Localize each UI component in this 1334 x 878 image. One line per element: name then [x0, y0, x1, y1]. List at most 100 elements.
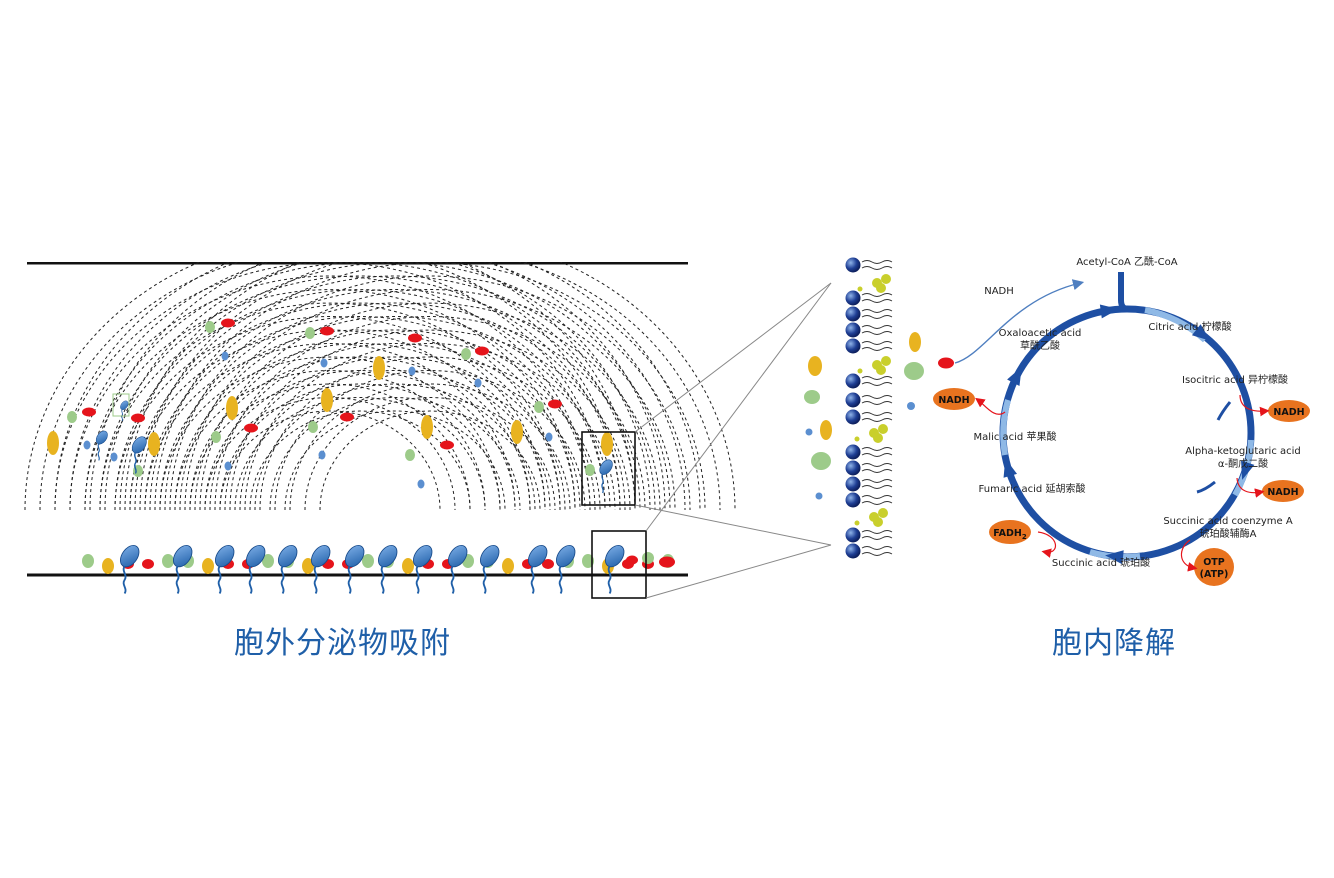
red-particle	[408, 333, 422, 343]
green-particle	[642, 552, 654, 564]
lipid-tail	[861, 546, 893, 550]
flow-arc	[199, 302, 661, 511]
lipid-tail	[861, 395, 893, 399]
flow-arc	[174, 370, 486, 511]
arrow-icon	[1003, 458, 1018, 478]
branch-tick	[1216, 401, 1232, 421]
particle-icon	[878, 508, 888, 518]
membrane-lipid-icon	[845, 392, 861, 408]
lipid-tail	[861, 341, 893, 345]
blue-particle	[224, 461, 232, 471]
particle-icon	[857, 286, 863, 292]
flow-arc	[129, 302, 591, 511]
flow-arc	[84, 262, 636, 511]
flow-arc	[99, 275, 621, 511]
particle-icon	[873, 517, 883, 527]
product-arrow	[975, 397, 1006, 415]
red-particle	[938, 357, 954, 369]
flow-arc	[99, 302, 561, 511]
cycle-step-succoa: Succinic acid coenzyme A	[1163, 516, 1293, 527]
lipid-tail	[861, 501, 893, 505]
lipid-tail	[861, 299, 893, 303]
flow-arc	[149, 289, 641, 511]
flow-arc	[184, 289, 676, 511]
flow-arc	[224, 356, 566, 511]
flow-arc	[139, 248, 721, 511]
blue-particle	[805, 428, 813, 436]
red-particle	[659, 556, 675, 568]
yellow-particle	[421, 415, 433, 439]
biofilm-layer	[82, 540, 675, 595]
acetyl-coa-label: Acetyl-CoA 乙酰-CoA	[1076, 255, 1177, 268]
flow-arc	[144, 343, 516, 511]
flow-arc	[204, 370, 516, 511]
membrane-closeup	[804, 257, 924, 559]
arrow-icon	[1099, 304, 1119, 319]
flow-arc	[189, 383, 471, 511]
yellow-particle	[148, 432, 160, 456]
yellow-particle	[502, 558, 514, 574]
zoom-line	[634, 504, 832, 546]
zoom-line	[634, 282, 832, 433]
yellow-particle	[373, 356, 385, 380]
red-particle	[340, 412, 354, 422]
nadh-label: NADH	[984, 286, 1014, 297]
lipid-tail	[861, 463, 893, 467]
yellow-particle	[226, 396, 238, 420]
membrane-lipid-icon	[845, 290, 861, 306]
red-particle	[320, 326, 334, 336]
lipid-tail	[861, 401, 893, 405]
yellow-particle	[909, 332, 921, 352]
blue-particle	[83, 440, 91, 450]
flow-arc	[169, 275, 691, 511]
otp-badge-label: OTP	[1203, 557, 1225, 568]
yellow-particle	[808, 356, 822, 376]
green-particle	[585, 464, 595, 476]
flow-arc	[69, 275, 591, 511]
particle-icon	[876, 365, 886, 375]
yellow-particle	[202, 558, 214, 574]
flow-arc	[104, 248, 686, 511]
red-particle	[142, 559, 154, 569]
entry-arrow	[1118, 272, 1129, 312]
lipid-tail	[861, 485, 893, 489]
particle-icon	[878, 424, 888, 434]
flow-arc	[319, 410, 541, 511]
suspended-particles	[47, 318, 616, 494]
otp-badge-label: (ATP)	[1200, 569, 1229, 580]
membrane-lipid-icon	[845, 492, 861, 508]
nadh-badge	[933, 388, 975, 410]
fadh-badge-label: FADH2	[993, 528, 1027, 541]
particle-icon	[857, 368, 863, 374]
membrane-lipid-icon	[845, 543, 861, 559]
blue-particle	[110, 452, 118, 462]
particle-icon	[881, 274, 891, 284]
flow-arc	[54, 235, 666, 511]
flow-arc	[189, 356, 531, 511]
product-arrow	[1180, 539, 1198, 572]
cycle-step-fumaric: Fumaric acid 延胡索酸	[979, 482, 1086, 495]
nadh-release-arrow	[954, 279, 1085, 364]
flow-arc	[239, 370, 551, 511]
red-particle	[244, 423, 258, 433]
red-particle	[82, 407, 96, 417]
green-particle	[461, 348, 471, 360]
yellow-particle	[47, 431, 59, 455]
green-particle	[811, 452, 831, 470]
red-particle	[475, 346, 489, 356]
yellow-particle	[102, 558, 114, 574]
cycle-step-oxalo: 草酰乙酸	[1020, 339, 1060, 352]
lipid-tail	[861, 453, 893, 457]
zoom-box-lower	[591, 530, 647, 599]
red-particle	[440, 440, 454, 450]
lipid-tail	[861, 412, 893, 416]
flow-arc	[159, 356, 501, 511]
blue-particle	[545, 432, 553, 442]
flow-arc	[144, 316, 576, 511]
membrane-lipid-icon	[845, 373, 861, 389]
green-particle	[405, 449, 415, 461]
blue-particle	[907, 402, 915, 410]
blue-particle	[815, 492, 823, 500]
